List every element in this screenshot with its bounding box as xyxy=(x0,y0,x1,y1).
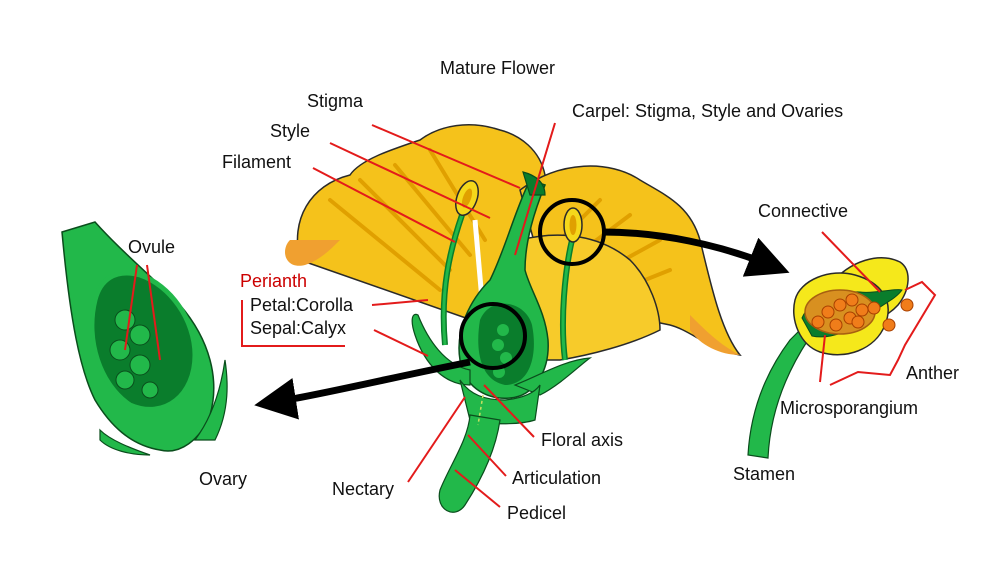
ovary-inner xyxy=(478,303,534,385)
label-nectary: Nectary xyxy=(332,479,394,499)
arrow-to-stamen-detail xyxy=(602,228,790,277)
magnifier-ovary xyxy=(459,302,527,370)
label-stamen: Stamen xyxy=(733,464,795,484)
label-petal: Petal:Corolla xyxy=(250,295,354,315)
label-floral-axis: Floral axis xyxy=(541,430,623,450)
leader-lines xyxy=(124,122,881,508)
petal-back-left xyxy=(296,124,546,331)
title-label: Mature Flower xyxy=(440,58,555,78)
label-ovary: Ovary xyxy=(199,469,247,489)
label-sepal: Sepal:Calyx xyxy=(250,318,346,338)
arrow-to-ovary-detail xyxy=(254,358,471,420)
anther-bracket xyxy=(829,280,937,386)
label-ovule: Ovule xyxy=(128,237,175,257)
label-connective: Connective xyxy=(758,201,848,221)
main-flower xyxy=(285,124,742,513)
label-pedicel: Pedicel xyxy=(507,503,566,523)
label-stigma: Stigma xyxy=(307,91,364,111)
label-anther: Anther xyxy=(906,363,959,383)
label-style: Style xyxy=(270,121,310,141)
pedicel xyxy=(438,414,501,513)
label-perianth: Perianth xyxy=(240,271,307,291)
pollen-grains xyxy=(811,293,914,332)
sepal-right xyxy=(513,357,593,396)
petal-right-tip xyxy=(690,315,740,355)
label-microsporangium: Microsporangium xyxy=(780,398,918,418)
label-articulation: Articulation xyxy=(512,468,601,488)
label-filament: Filament xyxy=(222,152,291,172)
stamen-detail-filament xyxy=(747,329,809,459)
label-carpel: Carpel: Stigma, Style and Ovaries xyxy=(572,101,843,121)
labels: Mature Flower Stigma Style Filament Carp… xyxy=(128,58,959,523)
stamen-detail xyxy=(747,257,937,459)
petal-back-left-shade xyxy=(285,240,340,266)
